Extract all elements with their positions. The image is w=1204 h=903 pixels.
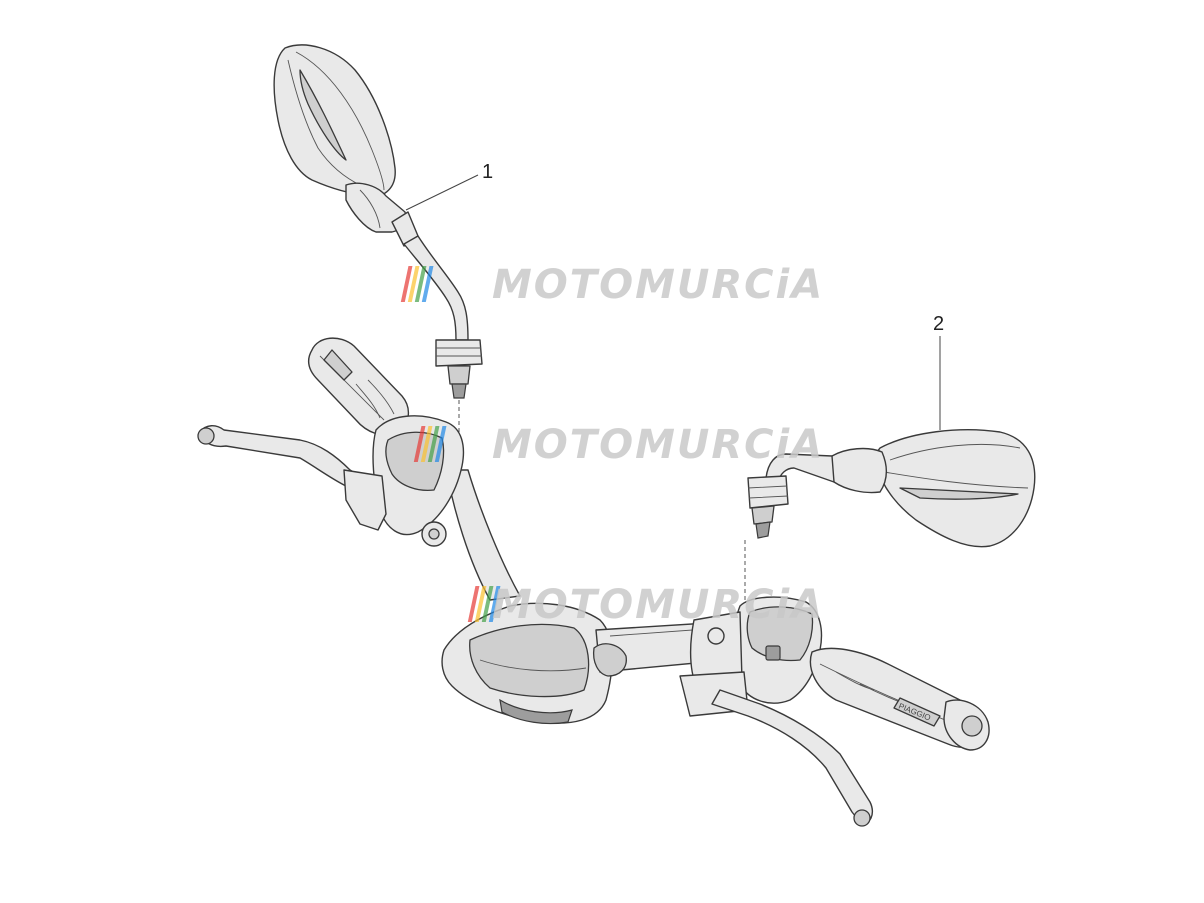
left-mirror[interactable] (273, 44, 483, 399)
watermark-2: MOTOMURCiA (413, 422, 824, 468)
watermark-text-2: MOTOMURCiA (492, 422, 824, 468)
watermark-1: MOTOMURCiA (400, 262, 824, 308)
callout-1: 1 (482, 161, 493, 183)
right-control-group: PIAGGIO (679, 596, 990, 827)
left-control-group (197, 337, 465, 547)
callout-2: 2 (933, 313, 944, 335)
watermark-text-3: MOTOMURCiA (492, 582, 824, 628)
watermark-3: MOTOMURCiA (467, 582, 824, 628)
right-mirror[interactable] (747, 429, 1036, 548)
watermark-text-1: MOTOMURCiA (492, 262, 824, 308)
